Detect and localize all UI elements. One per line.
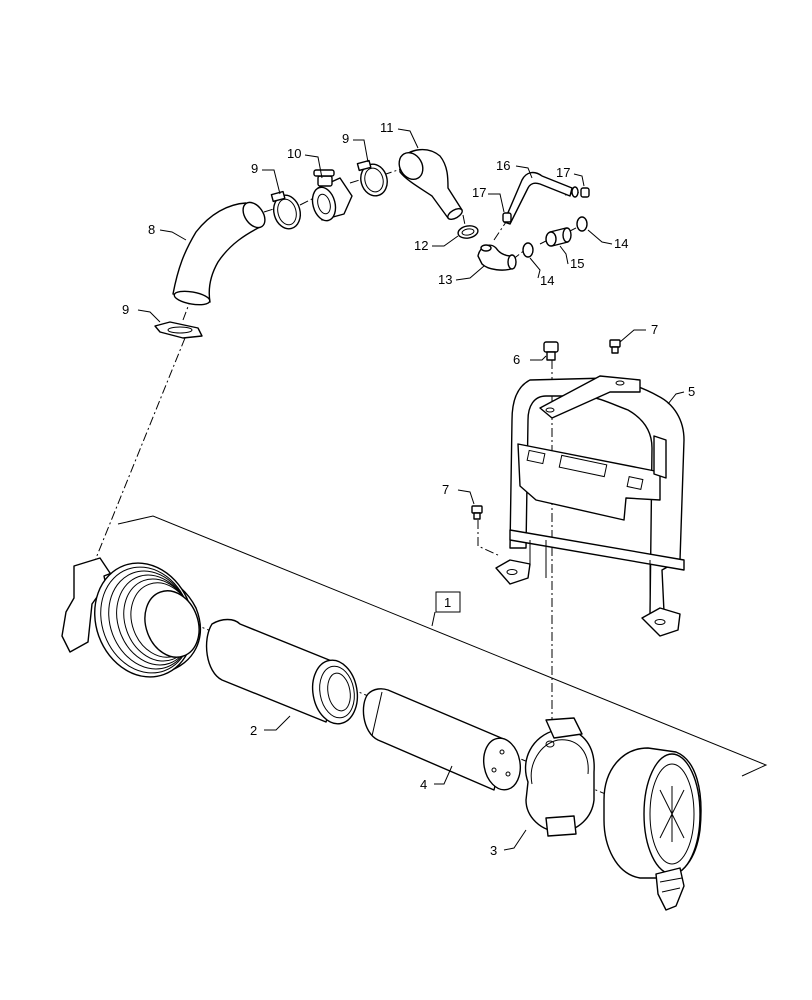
primary-filter-part-2 — [205, 618, 359, 725]
callout-1: 1 — [444, 595, 451, 610]
elbow-hose-part-8 — [172, 201, 266, 306]
assembly-bracket-line — [117, 515, 768, 777]
callout-7-top: 7 — [651, 322, 658, 337]
callout-9-right: 9 — [342, 131, 349, 146]
hose-clip-part-17-left — [502, 212, 512, 223]
callout-7-left: 7 — [442, 482, 449, 497]
air-cleaner-inlet-housing — [61, 557, 201, 678]
small-clamp-part-14-right — [576, 216, 588, 232]
callout-2: 2 — [250, 723, 257, 738]
bolt-part-6 — [543, 341, 559, 361]
hose-clamp-part-9-lower — [154, 321, 203, 339]
callout-3: 3 — [490, 843, 497, 858]
small-clamp-part-14-left — [522, 242, 534, 258]
screw-part-7-left — [471, 505, 483, 520]
callout-16: 16 — [496, 158, 510, 173]
elbow-fitting-part-13 — [477, 244, 517, 271]
callout-13: 13 — [438, 272, 452, 287]
adapter-part-10 — [311, 169, 353, 222]
connector-part-15 — [545, 227, 572, 247]
callout-9-left: 9 — [251, 161, 258, 176]
hose-clamp-part-9-left — [270, 190, 302, 230]
callout-9-lower: 9 — [122, 302, 129, 317]
safety-filter-part-4 — [362, 688, 521, 791]
clamp-part-12 — [457, 225, 479, 239]
callout-11: 11 — [380, 120, 394, 135]
callout-6: 6 — [513, 352, 520, 367]
screw-part-7-top — [609, 339, 621, 354]
hose-clamp-part-9-right — [356, 159, 388, 197]
callout-17-left: 17 — [472, 185, 486, 200]
band-clamp-part-3 — [524, 717, 595, 837]
intake-elbow-part-11 — [398, 149, 463, 220]
callout-box-1 — [435, 591, 461, 613]
callout-5: 5 — [688, 384, 695, 399]
mounting-bracket-part-5 — [495, 375, 685, 637]
callout-14-left: 14 — [540, 273, 554, 288]
callout-14-right: 14 — [614, 236, 628, 251]
callout-17-right: 17 — [556, 165, 570, 180]
callout-labels: 1 2 3 4 5 6 7 7 8 9 9 9 10 11 12 13 14 1… — [122, 120, 695, 858]
callout-8: 8 — [148, 222, 155, 237]
breather-hose-part-16 — [503, 171, 579, 225]
leader-lines — [137, 128, 685, 851]
callout-15: 15 — [570, 256, 584, 271]
callout-4: 4 — [420, 777, 427, 792]
callout-12: 12 — [414, 238, 428, 253]
hose-clip-part-17-right — [580, 187, 590, 198]
air-cleaner-canister — [603, 747, 702, 911]
callout-10: 10 — [287, 146, 301, 161]
